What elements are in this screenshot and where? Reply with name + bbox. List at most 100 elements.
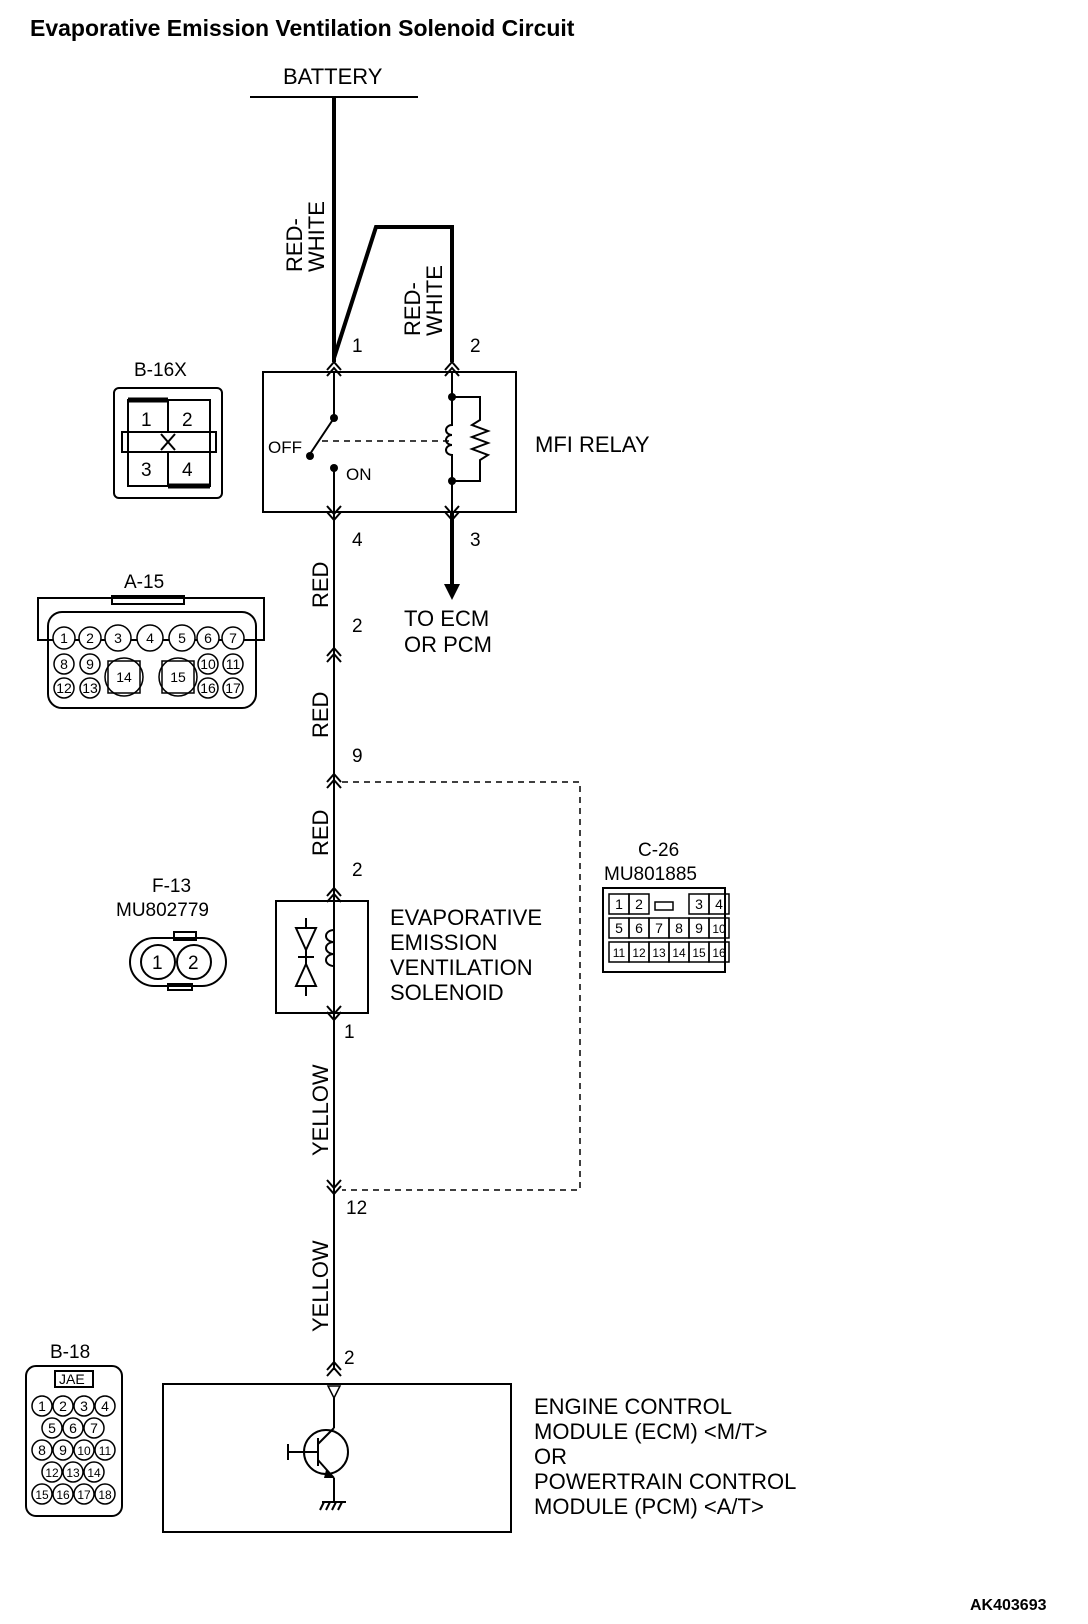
b16x-pin: 3 bbox=[141, 460, 152, 481]
a15-pin-circle bbox=[158, 657, 198, 697]
a15-pin-circle bbox=[53, 677, 75, 699]
relay-switch-blade bbox=[309, 417, 335, 455]
c26-pin: 10 bbox=[712, 922, 726, 936]
relay-pin-2: 2 bbox=[470, 336, 481, 357]
a15-pin: 7 bbox=[229, 630, 237, 646]
f13-part: MU802779 bbox=[116, 900, 209, 921]
b18-pin: 18 bbox=[98, 1488, 112, 1502]
a15-pin: 1 bbox=[60, 630, 68, 646]
b18-pin-circle bbox=[31, 1483, 53, 1505]
c26-pin-cell bbox=[708, 917, 730, 939]
a15-pin: 6 bbox=[204, 630, 212, 646]
c26-pin: 8 bbox=[675, 920, 683, 936]
c26-pin-cell bbox=[628, 893, 650, 915]
diagram-title: Evaporative Emission Ventilation Solenoi… bbox=[30, 15, 575, 41]
a15-pin-circle bbox=[168, 624, 196, 652]
relay-pin-1: 1 bbox=[352, 336, 363, 357]
c26-pin: 11 bbox=[613, 946, 626, 960]
a15-pin-circle bbox=[79, 677, 101, 699]
f13-name: F-13 bbox=[152, 876, 191, 897]
c26-pin: 15 bbox=[692, 946, 706, 960]
wire-label-red-3: RED bbox=[308, 810, 333, 856]
c26-pin: 9 bbox=[695, 920, 703, 936]
a15-pin-circle bbox=[197, 677, 219, 699]
junction-a15: 2 bbox=[326, 616, 363, 663]
b18-tag: JAE bbox=[59, 1371, 85, 1387]
f13-pin: 1 bbox=[152, 953, 163, 974]
wire-battery-relay-pin2 bbox=[332, 225, 454, 362]
relay-pin-4: 4 bbox=[352, 530, 363, 551]
a15-pin-circle bbox=[222, 653, 244, 675]
solenoid-coil bbox=[325, 929, 335, 1013]
mfi-relay: OFF ON MFI RELAY bbox=[262, 360, 650, 522]
c26-name: C-26 bbox=[638, 840, 679, 861]
b18-pin: 11 bbox=[99, 1444, 112, 1458]
b18-pin-circle bbox=[62, 1461, 84, 1483]
a15-pin: 16 bbox=[200, 680, 216, 696]
b18-pin: 12 bbox=[45, 1466, 59, 1480]
b18-pin: 9 bbox=[59, 1442, 67, 1458]
c26-pin: 3 bbox=[695, 896, 703, 912]
b18-pin: 3 bbox=[80, 1398, 88, 1414]
ecm-label-2: MODULE (ECM) <M/T> bbox=[534, 1419, 767, 1444]
a15-pin: 10 bbox=[200, 656, 216, 672]
a15-pin: 14 bbox=[116, 669, 132, 685]
b18-pin: 5 bbox=[48, 1420, 56, 1436]
c26-pin: 12 bbox=[632, 946, 646, 960]
wire-label-red-1: RED bbox=[308, 562, 333, 608]
relay-coil bbox=[445, 397, 453, 481]
c26-pin: 13 bbox=[652, 946, 666, 960]
to-ecm-label-1: TO ECM bbox=[404, 606, 489, 631]
valve-symbol-bottom bbox=[294, 961, 318, 987]
c26-pin: 4 bbox=[715, 896, 723, 912]
b18-pin-circle bbox=[52, 1483, 74, 1505]
relay-label: MFI RELAY bbox=[535, 432, 650, 457]
a15-pin-circle bbox=[221, 626, 245, 650]
c26-part: MU801885 bbox=[604, 864, 697, 885]
wire-label-yellow-1: YELLOW bbox=[308, 1064, 333, 1156]
c26-pin: 2 bbox=[635, 896, 643, 912]
f13-pin: 2 bbox=[188, 953, 199, 974]
b18-pin-circle bbox=[62, 1417, 84, 1439]
junction-solenoid-top: 2 bbox=[326, 860, 363, 903]
b16x-name: B-16X bbox=[134, 360, 187, 381]
b18-pin: 4 bbox=[101, 1398, 109, 1414]
junction-solenoid-bottom-pin: 1 bbox=[344, 1022, 355, 1043]
relay-pin-3: 3 bbox=[470, 530, 481, 551]
b18-pin-circle bbox=[41, 1417, 63, 1439]
a15-pin: 5 bbox=[178, 630, 186, 646]
wire-label-red-white-2: RED- WHITE bbox=[400, 265, 447, 336]
a15-pin-circle bbox=[79, 653, 101, 675]
a15-pin: 12 bbox=[56, 680, 72, 696]
c26-pin-cell bbox=[708, 893, 730, 915]
valve-symbol-top bbox=[294, 927, 318, 953]
c26-pin: 16 bbox=[712, 946, 726, 960]
battery-label: BATTERY bbox=[283, 64, 383, 89]
junction-c26-bottom: 12 bbox=[326, 1179, 367, 1219]
b18-pin-circle bbox=[41, 1461, 63, 1483]
ecm-label-3: OR bbox=[534, 1444, 567, 1469]
to-ecm-label-2: OR PCM bbox=[404, 632, 492, 657]
b18-pin-circle bbox=[73, 1483, 95, 1505]
a15-pin-circle bbox=[104, 657, 144, 697]
b18-pin-circle bbox=[94, 1395, 116, 1417]
a15-pin: 9 bbox=[86, 656, 94, 672]
solenoid-label-4: SOLENOID bbox=[390, 980, 504, 1005]
a15-pin-circle bbox=[136, 624, 164, 652]
battery: BATTERY bbox=[250, 64, 418, 98]
a15-pin: 13 bbox=[82, 680, 98, 696]
a15-pin-circle bbox=[52, 626, 76, 650]
a15-pin-circle bbox=[53, 653, 75, 675]
evap-solenoid: EVAPORATIVE EMISSION VENTILATION SOLENOI… bbox=[275, 900, 542, 1014]
junction-solenoid-bottom: 1 bbox=[326, 1005, 355, 1043]
solenoid-label-2: EMISSION bbox=[390, 930, 498, 955]
a15-pin: 4 bbox=[146, 630, 154, 646]
a15-pin: 3 bbox=[114, 630, 122, 646]
junction-ecm-pin: 2 bbox=[344, 1348, 355, 1369]
ecm-label-4: POWERTRAIN CONTROL bbox=[534, 1469, 796, 1494]
b18-pin-circle bbox=[52, 1395, 74, 1417]
